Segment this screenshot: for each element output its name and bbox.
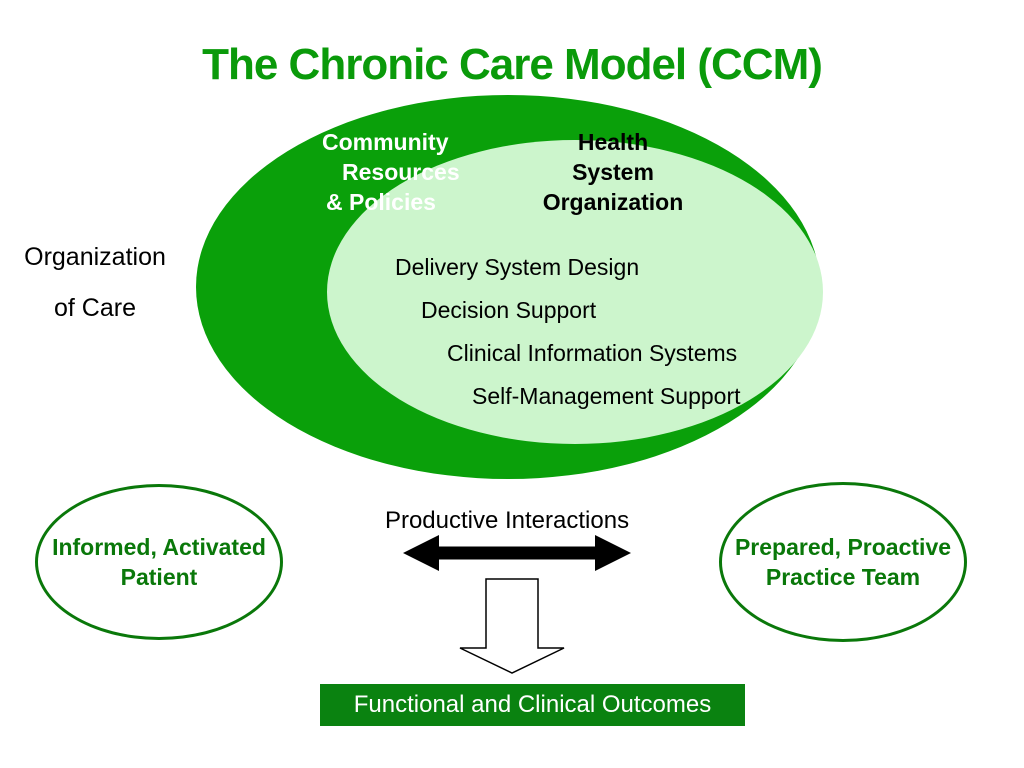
organization-of-care-label: Organization of Care <box>8 232 182 334</box>
health-label-line2: System <box>572 159 654 185</box>
patient-ellipse-line2: Patient <box>120 564 198 590</box>
component-self-management-support: Self-Management Support <box>472 383 741 409</box>
community-label-line2: Resources <box>342 159 460 185</box>
team-ellipse-line2: Practice Team <box>765 564 921 590</box>
team-ellipse-line1: Prepared, Proactive <box>734 534 952 560</box>
team-ellipse-text: Prepared, Proactive Practice Team <box>735 532 951 592</box>
patient-ellipse-line1: Informed, Activated <box>52 534 266 560</box>
component-decision-support: Decision Support <box>421 297 597 323</box>
down-arrow-icon <box>459 578 565 674</box>
community-label-line1: Community <box>322 129 449 155</box>
organization-label-line1: Organization <box>24 243 166 271</box>
health-system-label: Health System Organization <box>528 127 698 217</box>
health-label-line3: Organization <box>542 189 684 215</box>
page-title: The Chronic Care Model (CCM) <box>202 40 823 89</box>
component-delivery-system-design: Delivery System Design <box>395 254 640 280</box>
component-clinical-information-systems: Clinical Information Systems <box>447 340 738 366</box>
health-label-line1: Health <box>577 129 649 155</box>
organization-label-line2: of Care <box>54 294 136 322</box>
patient-ellipse-text: Informed, Activated Patient <box>52 532 266 592</box>
prepared-proactive-team-ellipse: Prepared, Proactive Practice Team <box>719 482 967 642</box>
outcomes-bar-label: Functional and Clinical Outcomes <box>353 691 712 718</box>
informed-activated-patient-ellipse: Informed, Activated Patient <box>35 484 283 640</box>
double-arrow-icon <box>403 535 631 571</box>
practice-level-ellipse <box>327 140 823 444</box>
community-label-line3: & Policies <box>326 189 436 215</box>
productive-interactions-label: Productive Interactions <box>384 507 630 534</box>
community-resources-label: Community Resources & Policies <box>322 127 460 217</box>
outcomes-bar: Functional and Clinical Outcomes <box>320 684 745 726</box>
